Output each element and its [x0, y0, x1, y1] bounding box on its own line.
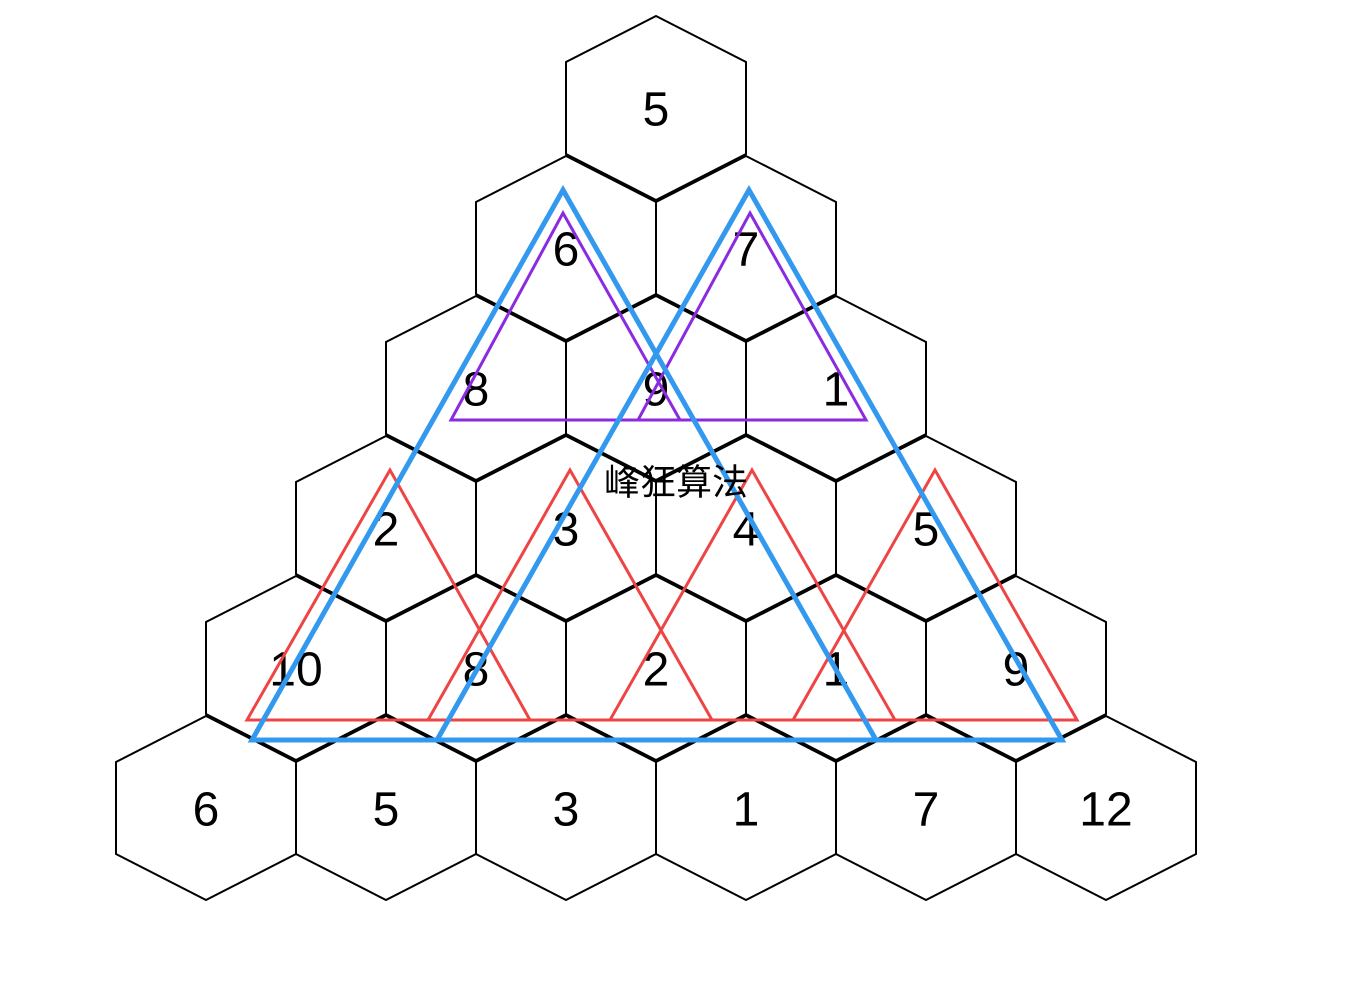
- hex-cell: 2: [565, 574, 747, 762]
- hex-shape: [655, 154, 837, 342]
- hex-value: 2: [643, 644, 670, 697]
- hex-value: 12: [1079, 784, 1132, 837]
- hex-cell: 12: [1015, 714, 1197, 902]
- triangle-overlays: [244, 184, 1080, 743]
- blue-triangle: [432, 184, 1067, 743]
- red-triangle: [425, 466, 715, 722]
- hex-cell: 5: [295, 714, 477, 902]
- hex-cell: 2: [295, 434, 477, 622]
- hex-shape: [745, 294, 927, 482]
- hex-cell: 3: [475, 434, 657, 622]
- hex-cell: 9: [925, 574, 1107, 762]
- hex-cell: 5: [835, 434, 1017, 622]
- hex-value: 1: [823, 364, 850, 417]
- hex-value: 3: [553, 784, 580, 837]
- hex-cell: 7: [655, 154, 837, 342]
- hex-shape: [925, 574, 1107, 762]
- hex-value: 9: [1003, 644, 1030, 697]
- red-triangle: [244, 466, 533, 722]
- red-triangle: [790, 466, 1080, 722]
- hex-value: 7: [733, 224, 760, 277]
- red-triangle: [607, 466, 898, 722]
- hex-shape: [835, 434, 1017, 622]
- hex-cell: 6: [115, 714, 297, 902]
- hex-value: 5: [913, 504, 940, 557]
- watermark-text: 峰狂算法: [604, 463, 748, 504]
- purple-triangle: [635, 209, 869, 422]
- hex-value: 1: [733, 784, 760, 837]
- hex-value: 6: [553, 224, 580, 277]
- purple-triangle: [448, 209, 683, 422]
- hex-value: 7: [913, 784, 940, 837]
- hex-cell: 1: [655, 714, 837, 902]
- hex-value: 2: [373, 504, 400, 557]
- hex-shape: [565, 14, 747, 202]
- hex-value: 6: [193, 784, 220, 837]
- hex-cell: 5: [565, 14, 747, 202]
- hex-cell: 1: [745, 294, 927, 482]
- hex-value: 5: [643, 84, 670, 137]
- hex-cell: 6: [475, 154, 657, 342]
- hex-shape: [1015, 714, 1197, 902]
- hex-value: 5: [373, 784, 400, 837]
- hex-value: 10: [269, 644, 322, 697]
